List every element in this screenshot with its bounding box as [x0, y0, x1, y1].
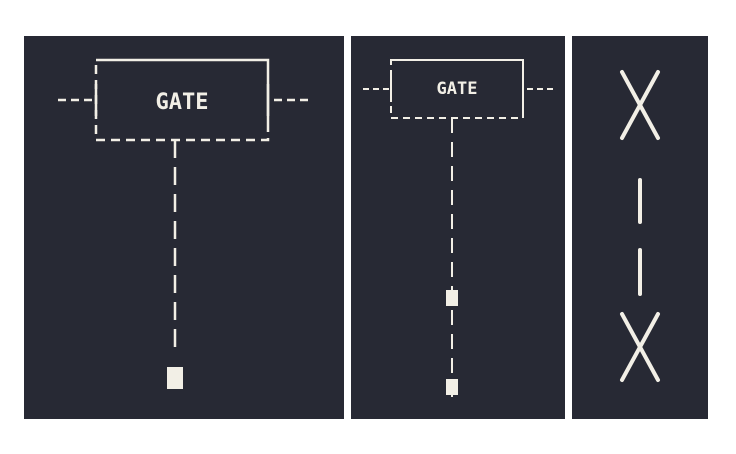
panel-gate-large: GATE — [24, 36, 344, 419]
gate-diagram-small: GATE — [363, 59, 553, 402]
panel-glyphs — [572, 36, 708, 419]
panel-gate-small: GATE — [351, 36, 565, 419]
glyph-x-bottom — [620, 312, 660, 382]
terminal-block-upper — [446, 290, 458, 306]
terminal-block-lower — [446, 379, 458, 395]
terminal-block — [167, 367, 183, 389]
gate-diagram-large: GATE — [58, 58, 308, 389]
glyph-column — [620, 70, 660, 382]
gate-label-large: GATE — [156, 90, 209, 115]
glyph-x-top — [620, 70, 660, 140]
gate-label-small: GATE — [437, 79, 478, 99]
